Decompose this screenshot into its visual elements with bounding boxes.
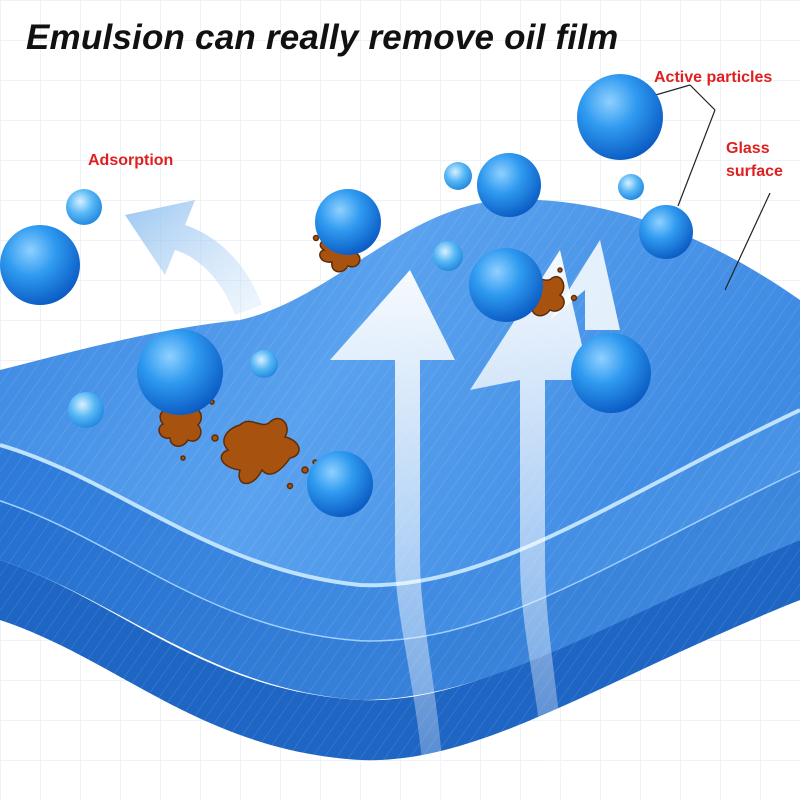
particle-small: [618, 174, 644, 200]
adsorption-arrow: [125, 200, 262, 315]
particle-large: [315, 189, 381, 255]
glass-surface-label-line1: Glass: [726, 140, 770, 157]
adsorption-label: Adsorption: [88, 152, 174, 169]
particle-large: [571, 333, 651, 413]
particle-large: [469, 248, 543, 322]
particle-large: [0, 225, 80, 305]
particle-small: [444, 162, 472, 190]
glass-surface-label-line2: surface: [726, 163, 783, 181]
glass-surface-label: Glass surface: [726, 137, 783, 183]
rising-arrow-center: [330, 270, 455, 800]
glass-layer-bottom: [0, 540, 800, 761]
particle-large: [639, 205, 693, 259]
active-particles-label: Active particles: [654, 69, 773, 86]
active-particles: [0, 74, 693, 517]
particle-large: [137, 329, 223, 415]
particle-small: [66, 189, 102, 225]
particle-small: [68, 392, 104, 428]
page-title: Emulsion can really remove oil film: [26, 18, 619, 57]
particle-large: [477, 153, 541, 217]
particle-large: [577, 74, 663, 160]
particle-small: [250, 350, 278, 378]
particle-large: [307, 451, 373, 517]
particle-small: [433, 241, 463, 271]
oil-stain: [220, 417, 300, 485]
small-particles: [66, 162, 644, 428]
rising-arrow-right: [470, 240, 620, 780]
